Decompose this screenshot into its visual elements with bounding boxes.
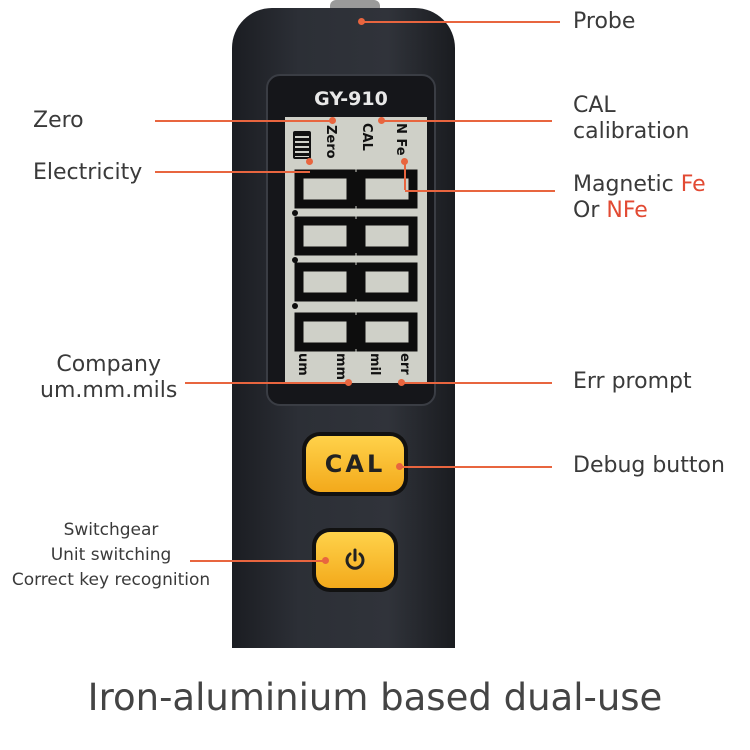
decimal-point [292, 303, 298, 309]
digit-segment [356, 169, 418, 209]
err-line [402, 382, 552, 384]
digit-segment [356, 216, 418, 256]
label-or-text: Or [573, 198, 607, 223]
model-label: GY-910 [314, 88, 388, 110]
caption: Iron-aluminium based dual-use [87, 676, 663, 719]
lcd-cal: CAL [359, 123, 374, 151]
lcd-nfe: N Fe [393, 123, 408, 156]
label-debug: Debug button [573, 453, 725, 478]
cal-line [382, 120, 552, 122]
lcd-unit-mil: mil [367, 353, 382, 376]
switch-dot [322, 557, 329, 564]
digit-segment [356, 312, 418, 352]
debug-dot [396, 463, 403, 470]
label-zero: Zero [33, 108, 84, 133]
label-magnetic-text: Magnetic [573, 172, 681, 197]
digit-segment [294, 216, 356, 256]
cal-dot [378, 117, 385, 124]
label-company-line-2: um.mm.mils [40, 378, 178, 403]
label-cal-line-2: calibration [573, 119, 690, 144]
battery-icon [293, 131, 311, 159]
cal-button[interactable]: CAL [306, 436, 404, 492]
label-cal-line-1: CAL [573, 93, 616, 118]
seven-segment-digits [292, 169, 418, 352]
lcd-unit-mm: mm [333, 353, 348, 381]
label-key-recognition: Correct key recognition [11, 570, 211, 590]
lcd-unit-err: err [397, 353, 412, 375]
digit-segment [294, 312, 356, 352]
label-electricity: Electricity [33, 160, 143, 185]
company-line [185, 382, 350, 384]
label-err: Err prompt [573, 369, 692, 394]
power-button[interactable] [316, 532, 394, 588]
digit-segment [294, 169, 356, 209]
digit-segment [294, 262, 356, 302]
label-switchgear: Switchgear [63, 520, 159, 540]
electricity-dot [306, 158, 313, 165]
label-fe: Fe [680, 172, 706, 197]
label-nfe: NFe [606, 198, 648, 223]
magnetic-line-vertical [404, 162, 406, 190]
electricity-line [155, 171, 310, 173]
label-unit-switching: Unit switching [50, 545, 172, 565]
zero-line [155, 120, 333, 122]
decimal-point [292, 210, 298, 216]
digit-segment [356, 262, 418, 302]
decimal-point [292, 257, 298, 263]
label-probe: Probe [573, 9, 636, 34]
lcd-zero: Zero [323, 125, 338, 159]
magnetic-dot [401, 158, 408, 165]
probe-dot [358, 18, 365, 25]
magnetic-line [405, 190, 555, 192]
label-company-line-1: Company [56, 352, 161, 377]
lcd-unit-um: um [295, 353, 310, 376]
err-dot [398, 379, 405, 386]
lcd-display: Zero CAL N Fe um mm mil err [285, 117, 427, 383]
switch-line [190, 560, 325, 562]
company-dot [345, 379, 352, 386]
power-icon [345, 548, 365, 570]
zero-dot [329, 117, 336, 124]
probe-line [362, 21, 560, 23]
debug-line [400, 466, 552, 468]
